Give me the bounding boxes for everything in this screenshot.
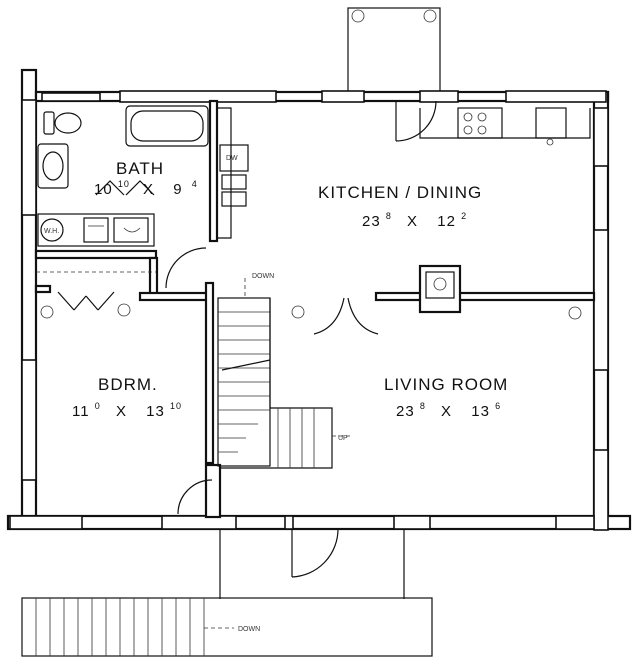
kitchen-label: KITCHEN / DINING 23 8 X 12 2 bbox=[318, 183, 482, 230]
bath-sep: X bbox=[143, 181, 154, 198]
bath-width-ft: 10 bbox=[94, 181, 113, 198]
living-label: LIVING ROOM 23 8 X 13 6 bbox=[384, 375, 508, 420]
bedroom-name: BDRM. bbox=[98, 375, 158, 394]
bath-bifold-door bbox=[95, 180, 155, 196]
bedroom-closet bbox=[36, 271, 156, 311]
top-bay bbox=[347, 7, 441, 97]
bedroom-width-ft: 11 bbox=[72, 403, 90, 420]
living-length-in: 6 bbox=[495, 401, 501, 411]
living-width-ft: 23 bbox=[396, 403, 415, 420]
bath-width-in: 10 bbox=[118, 179, 130, 189]
kitchen-width-in: 8 bbox=[386, 211, 392, 221]
deck-down-note: DOWN bbox=[238, 626, 260, 633]
bath-length-in: 4 bbox=[192, 179, 198, 189]
bath-label: BATH 10 10 X 9 4 bbox=[94, 159, 198, 198]
kitchen-width-ft: 23 bbox=[362, 213, 381, 230]
kitchen-name: KITCHEN / DINING bbox=[318, 183, 482, 202]
kitchen-sep: X bbox=[407, 213, 418, 230]
svg-text:10 10 X 9: 10 10 X 9 4 bbox=[94, 174, 198, 198]
windows bbox=[9, 90, 609, 531]
bedroom-length-in: 10 bbox=[170, 401, 182, 411]
kitchen-length-ft: 12 bbox=[437, 213, 456, 230]
svg-text:23 8 X 12: 23 8 X 12 2 bbox=[362, 206, 467, 230]
bedroom-sep: X bbox=[116, 403, 127, 420]
bedroom-width-in: 0 bbox=[95, 401, 101, 411]
interior-walls bbox=[34, 99, 596, 519]
bath-length-ft: 9 bbox=[173, 181, 182, 198]
bedroom-label: BDRM. 11 0 X 13 10 bbox=[72, 375, 182, 420]
living-width-in: 8 bbox=[420, 401, 426, 411]
living-length-ft: 13 bbox=[471, 403, 490, 420]
kitchen-island bbox=[418, 264, 462, 314]
ceiling-lights bbox=[40, 303, 582, 320]
dishwasher-note: DW bbox=[226, 155, 238, 162]
bath-name: BATH bbox=[116, 159, 164, 178]
stair-down-note: DOWN bbox=[252, 273, 274, 280]
swing-doors bbox=[165, 100, 437, 578]
kitchen-counters bbox=[217, 107, 591, 239]
bedroom-length-ft: 13 bbox=[146, 403, 165, 420]
living-sep: X bbox=[441, 403, 452, 420]
svg-text:11 0 X 13: 11 0 X 13 10 bbox=[72, 396, 182, 420]
stair-up-note: UP bbox=[338, 435, 348, 442]
kitchen-length-in: 2 bbox=[461, 211, 467, 221]
bath-fixtures bbox=[37, 105, 209, 247]
living-name: LIVING ROOM bbox=[384, 375, 508, 394]
svg-text:23 8 X 13: 23 8 X 13 6 bbox=[396, 396, 501, 420]
front-deck bbox=[21, 529, 433, 657]
water-heater-note: W.H. bbox=[44, 228, 59, 235]
stair bbox=[217, 278, 350, 469]
